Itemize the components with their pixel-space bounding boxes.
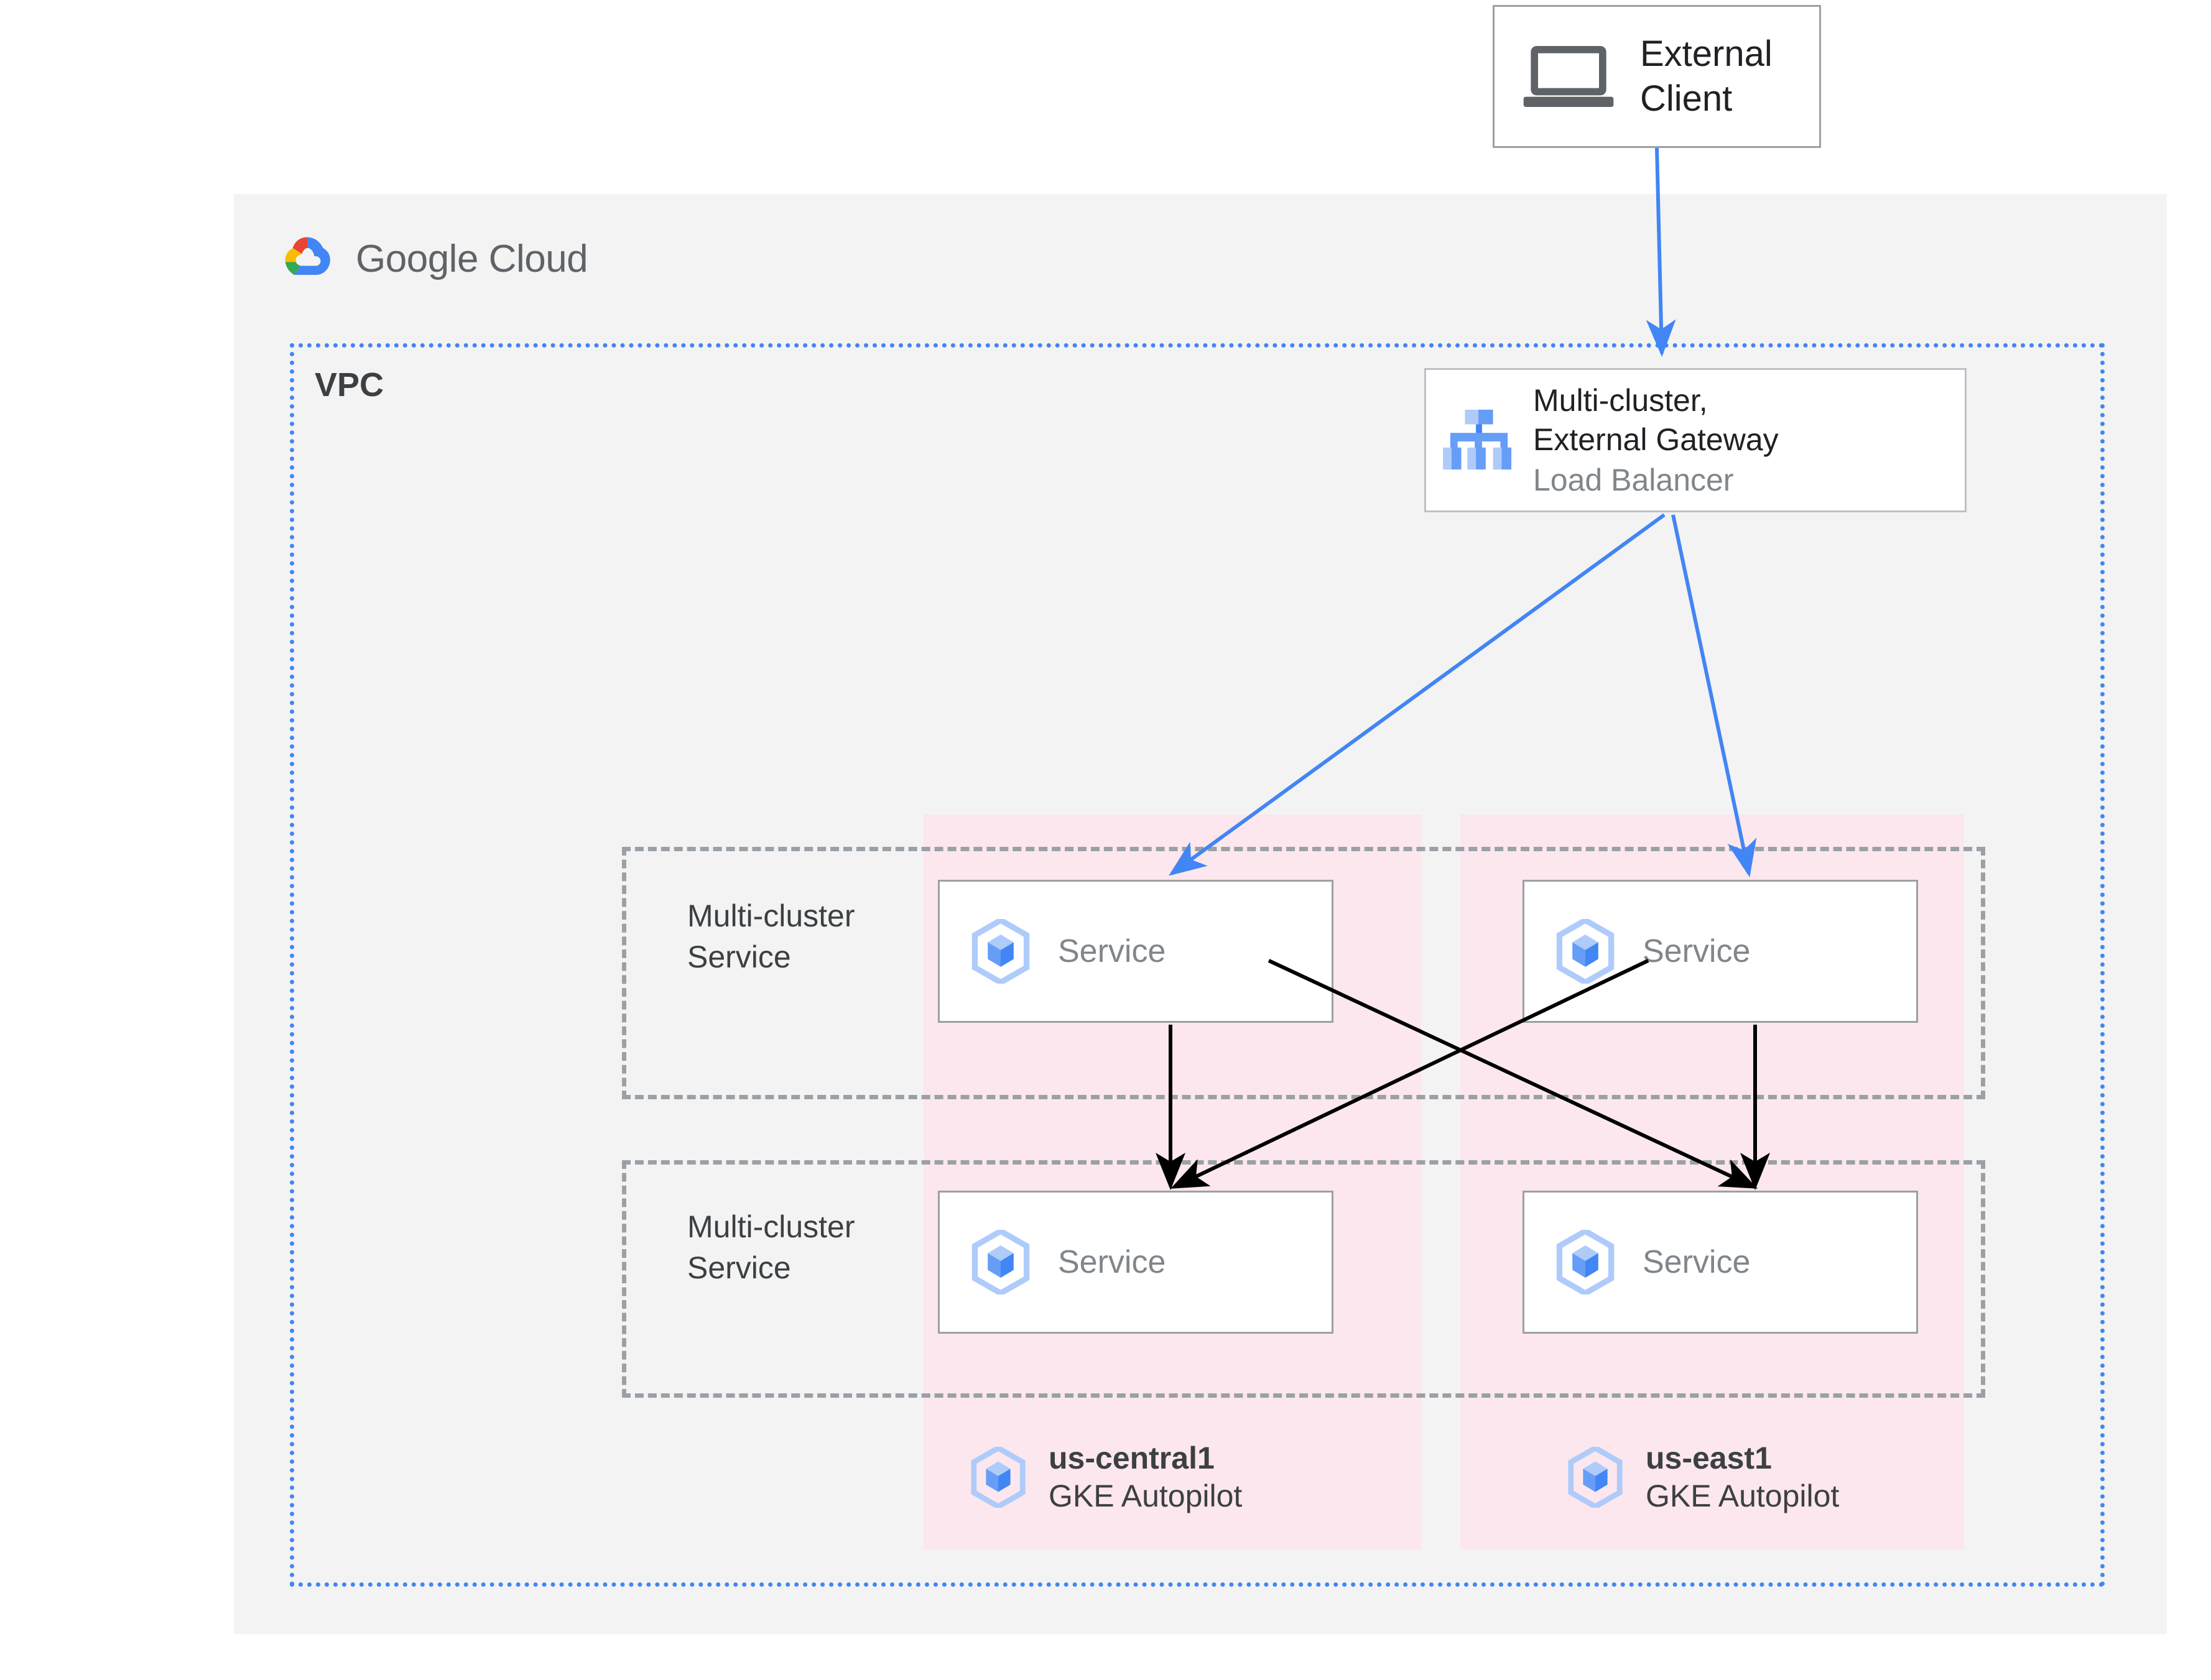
load-balancer-subtitle: Load Balancer [1533,462,1734,497]
cluster-type: GKE Autopilot [1049,1479,1243,1513]
cluster-type: GKE Autopilot [1646,1479,1840,1513]
gke-service-icon [971,919,1030,984]
service-label: Service [1058,933,1166,969]
cluster-name: us-east1 [1646,1441,1772,1475]
vpc-container [290,343,2105,1587]
external-client-label: External Client [1640,33,1773,119]
cluster-caption-text: us-central1 GKE Autopilot [1049,1439,1242,1515]
google-cloud-wordmark-cloud: Cloud [488,237,588,280]
service-node-us-central1-row1[interactable]: Service [938,880,1333,1023]
gke-service-icon [1556,1230,1615,1295]
external-client-node[interactable]: External Client [1493,5,1821,148]
service-label: Service [1643,933,1751,969]
service-node-us-east1-row1[interactable]: Service [1523,880,1918,1023]
load-balancer-title: Multi-cluster, External Gateway [1533,382,1779,457]
laptop-icon [1523,46,1614,107]
gke-service-icon [1556,919,1615,984]
cluster-caption-us-central1: us-central1 GKE Autopilot [970,1439,1242,1515]
google-cloud-wordmark: Google Cloud [356,237,588,281]
cluster-name: us-central1 [1049,1441,1215,1475]
google-cloud-wordmark-google: Google [356,237,478,280]
service-node-us-east1-row2[interactable]: Service [1523,1191,1918,1334]
gke-cluster-icon [971,1447,1026,1508]
google-cloud-logo: Google Cloud [279,230,588,287]
multi-cluster-service-label-1: Multi-cluster Service [687,898,855,974]
cluster-caption-us-east1: us-east1 GKE Autopilot [1567,1439,1839,1515]
service-label: Service [1058,1244,1166,1280]
load-balancer-icon [1443,409,1512,470]
load-balancer-node[interactable]: Multi-cluster, External Gateway Load Bal… [1424,368,1967,512]
service-node-us-central1-row2[interactable]: Service [938,1191,1333,1334]
gke-service-icon [971,1230,1030,1295]
gke-cluster-icon [1568,1447,1623,1508]
service-label: Service [1643,1244,1751,1280]
load-balancer-text: Multi-cluster, External Gateway Load Bal… [1533,381,1779,500]
cluster-caption-text: us-east1 GKE Autopilot [1646,1439,1839,1515]
vpc-label: VPC [315,366,384,404]
google-cloud-logo-icon [285,237,330,275]
multi-cluster-service-label-2: Multi-cluster Service [687,1209,855,1285]
